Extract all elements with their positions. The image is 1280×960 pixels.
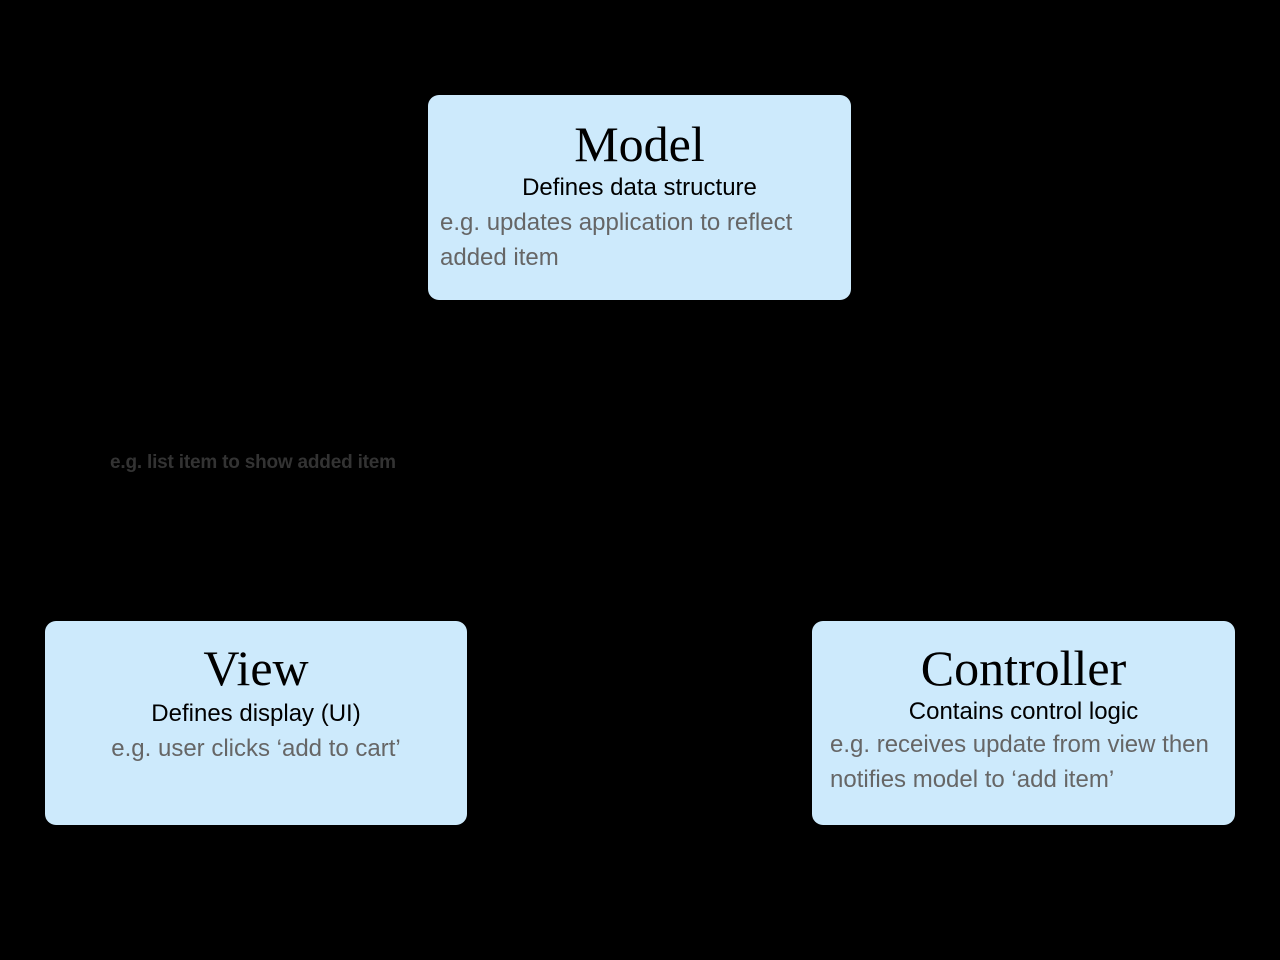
node-controller-title: Controller: [920, 640, 1127, 696]
node-model[interactable]: Model Defines data structure e.g. update…: [428, 95, 851, 300]
node-view-example: e.g. user clicks ‘add to cart’: [111, 734, 401, 762]
edge-label-view-to-model: e.g. list item to show added item: [110, 452, 396, 473]
node-controller[interactable]: Controller Contains control logic e.g. r…: [812, 621, 1235, 825]
node-view-subtitle: Defines display (UI): [151, 700, 361, 727]
node-model-subtitle: Defines data structure: [522, 174, 757, 201]
node-controller-example: e.g. receives update from view then noti…: [830, 730, 1209, 793]
node-model-title: Model: [574, 116, 705, 172]
node-controller-subtitle: Contains control logic: [908, 698, 1139, 725]
node-view-title: View: [203, 640, 309, 696]
node-view[interactable]: View Defines display (UI) e.g. user clic…: [45, 621, 467, 825]
node-model-example: e.g. updates application to reflect adde…: [440, 208, 793, 271]
